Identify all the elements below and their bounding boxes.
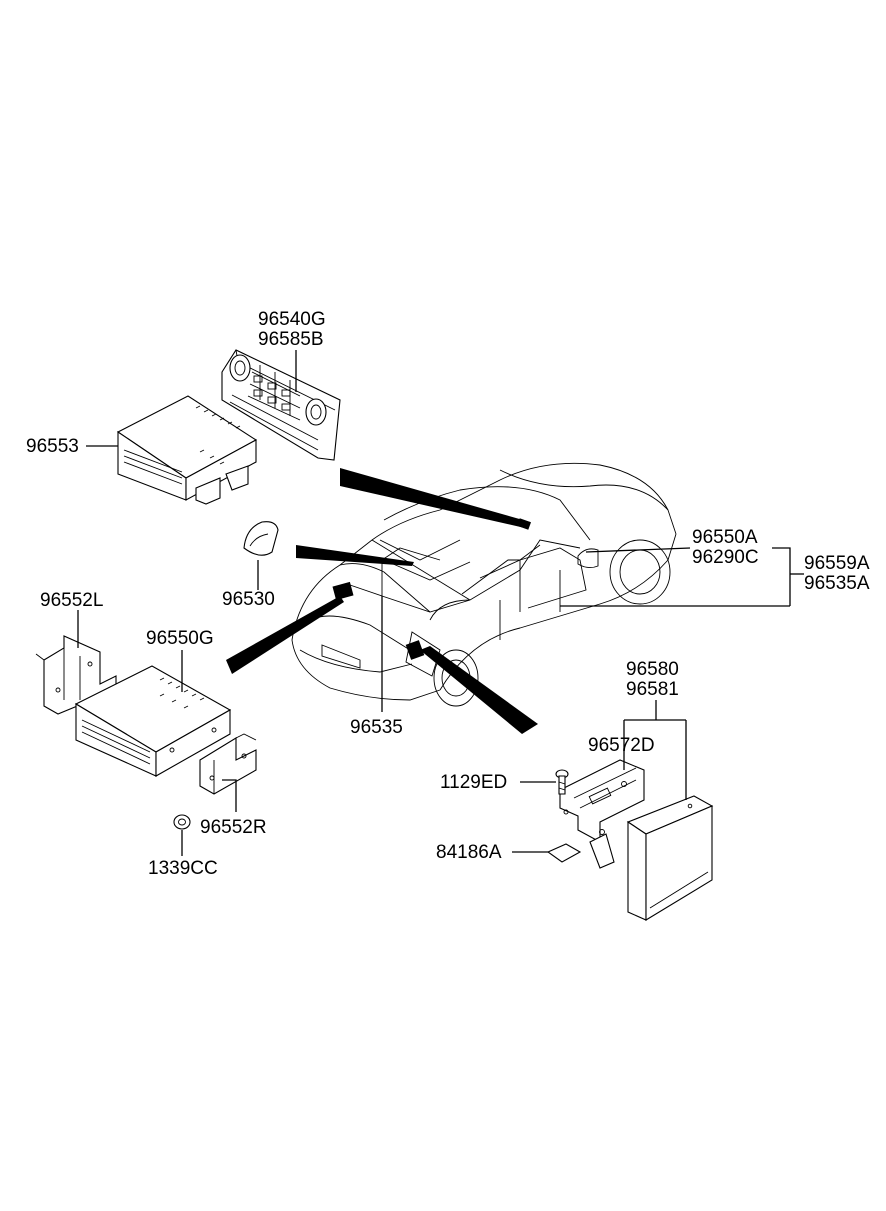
roof-antenna [243,521,279,556]
label-96550G: 96550G [146,628,214,649]
bracket-right [199,733,257,795]
label-84186A: 84186A [436,842,502,863]
leader-96552R [222,779,237,812]
label-96535A: 96535A [804,573,870,594]
label-96552L: 96552L [40,590,104,611]
pointer-wedges [226,468,538,734]
module-bracket [559,759,645,869]
label-1339CC: 1339CC [148,858,218,879]
label-96559A: 96559A [804,553,870,574]
label-96540G: 96540G [258,309,326,330]
audio-head-unit [116,395,258,505]
label-96581: 96581 [626,679,679,700]
screw-1129ED [555,769,569,795]
label-96550A: 96550A [692,527,758,548]
leader-96550A-group [560,547,804,607]
label-96535: 96535 [350,717,403,738]
wiring-harness [349,539,581,613]
leader-96580-group [623,700,687,800]
label-96585B: 96585B [258,329,324,350]
label-96290C: 96290C [692,547,759,568]
label-1129ED: 1129ED [440,772,508,793]
climate-control-panel [221,349,341,461]
nut-1339CC [173,814,191,830]
label-96530: 96530 [222,589,275,610]
pad-84186A [546,843,582,863]
navigation-head-unit [74,665,232,777]
label-96580: 96580 [626,659,679,680]
control-module [626,795,714,921]
label-96552R: 96552R [200,817,267,838]
label-96572D: 96572D [588,735,655,756]
label-96553: 96553 [26,436,79,457]
